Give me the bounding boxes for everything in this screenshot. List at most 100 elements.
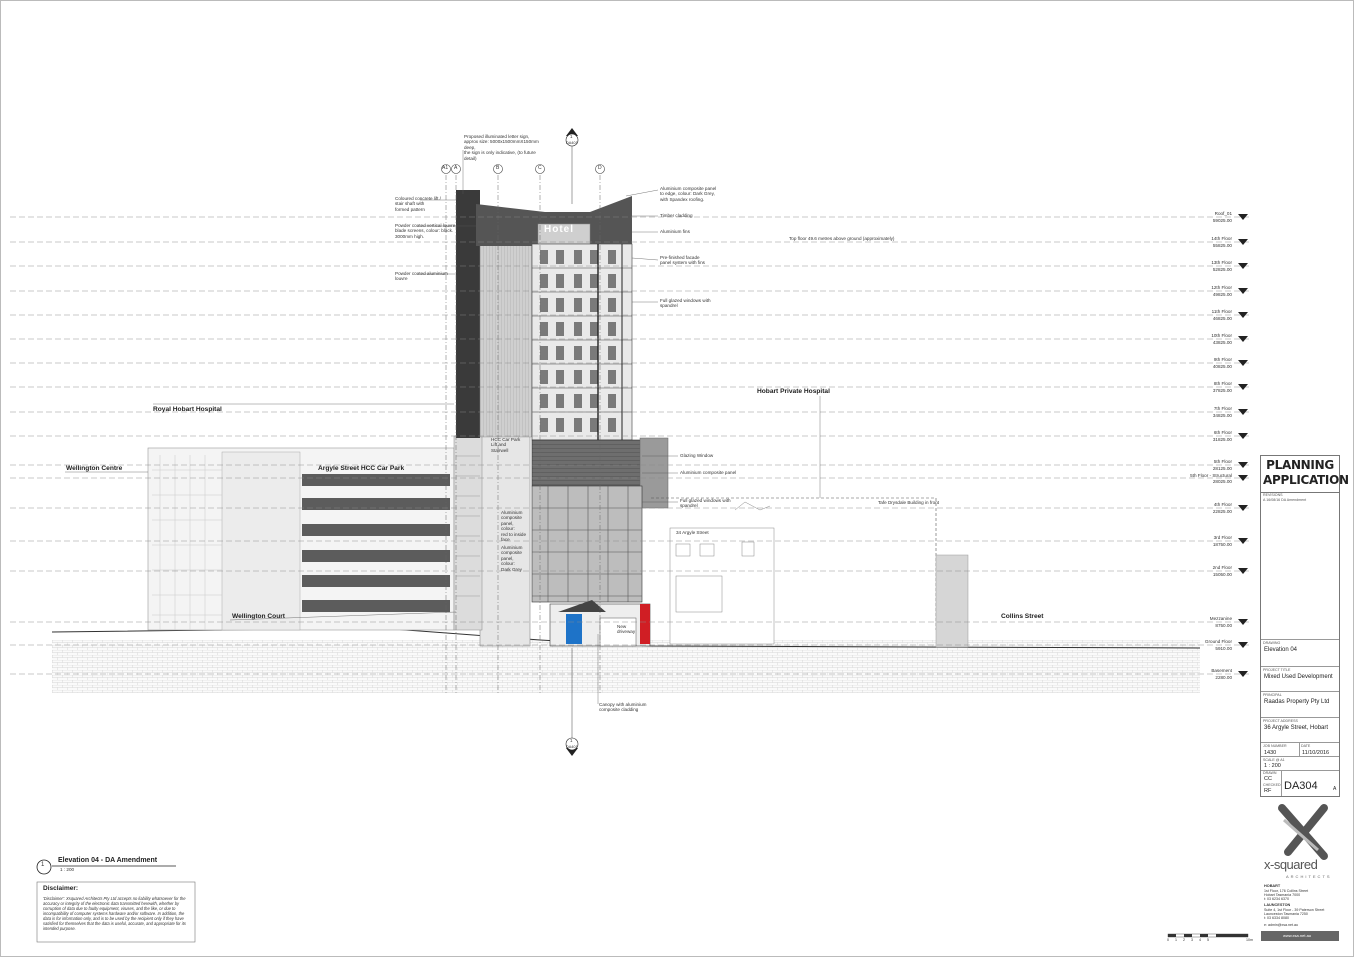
drawing-bubble bbox=[36, 859, 52, 875]
level-markers bbox=[1238, 214, 1248, 677]
level-value: 40825.00 bbox=[1212, 364, 1232, 369]
blue-door bbox=[566, 614, 582, 644]
level-value: 5910.00 bbox=[1215, 646, 1232, 651]
divider bbox=[1261, 770, 1339, 771]
grid-label-a1: A1 bbox=[442, 165, 449, 171]
podium-upper bbox=[531, 439, 643, 487]
title-block: PLANNING APPLICATION REVISIONS A 16/08/1… bbox=[1260, 455, 1349, 797]
wellington-windows bbox=[152, 455, 222, 630]
scale-end: 10m bbox=[1246, 938, 1253, 942]
date-value: 11/10/2016 bbox=[1302, 750, 1330, 756]
argyle-34-label: 34 Argyle Street bbox=[676, 530, 709, 535]
drawing-label: DRAWING bbox=[1263, 641, 1281, 645]
level-name: 2nd Floor bbox=[1212, 565, 1232, 570]
section-marker-bottom bbox=[565, 648, 579, 756]
grid-lines bbox=[445, 175, 601, 695]
annotation-top-floor: Top floor 49.6 metres above ground (appr… bbox=[789, 236, 895, 241]
annotation-prefinished: Pre-finished facade panel system with fi… bbox=[660, 255, 705, 266]
project-label: PROJECT TITLE bbox=[1263, 668, 1291, 672]
principal-label: PRINCIPAL bbox=[1263, 693, 1282, 697]
level-name: 7th Floor bbox=[1213, 406, 1232, 411]
hcc-stairwell-label: HCC Car Park Lift and Stairwell bbox=[491, 437, 521, 453]
level-name: 4th Floor bbox=[1213, 502, 1232, 507]
scale-tick: 5 bbox=[1207, 938, 1209, 942]
level-value: 52825.00 bbox=[1212, 267, 1232, 272]
grid-bubbles bbox=[441, 164, 605, 174]
disclaimer-text: 'Disclaimer': Xsquared Architects Pty Lt… bbox=[43, 896, 186, 931]
project-value: Mixed Used Development bbox=[1264, 674, 1333, 680]
firm-sub: ARCHITECTS bbox=[1286, 874, 1332, 879]
level-name: 12th Floor bbox=[1211, 285, 1232, 290]
level-name: 13th Floor bbox=[1211, 260, 1232, 265]
divider bbox=[1261, 717, 1339, 718]
disclaimer-heading: Disclaimer: bbox=[43, 885, 79, 892]
divider bbox=[1261, 756, 1339, 757]
scale-tick: 2 bbox=[1183, 938, 1185, 942]
level-value: 28025.00 bbox=[1212, 479, 1232, 484]
launceston-office-label: LAUNCESTON bbox=[1264, 903, 1291, 907]
scale-bar bbox=[1167, 933, 1249, 938]
level-value: 31825.00 bbox=[1212, 437, 1232, 442]
level-value: 22825.00 bbox=[1212, 509, 1232, 514]
new-driveway-label: New driveway bbox=[617, 624, 636, 635]
scale-tick: 3 bbox=[1191, 938, 1193, 942]
wellington-court-label: Wellington Court bbox=[232, 613, 285, 620]
level-value: 37825.00 bbox=[1212, 388, 1232, 393]
argyle-car-park-label: Argyle Street HCC Car Park bbox=[318, 465, 405, 472]
annotation-alu-dark: Aluminium composite panel, colour: Dark … bbox=[501, 545, 523, 572]
level-value: 28125.00 bbox=[1212, 466, 1232, 471]
divider bbox=[1261, 666, 1339, 667]
level-value: 49825.00 bbox=[1212, 292, 1232, 297]
scale-tick: 4 bbox=[1199, 938, 1201, 942]
annotation-alu-louvre: Powder coated aluminium louvre bbox=[395, 271, 448, 282]
section-marker-top bbox=[565, 128, 579, 204]
tower-roof bbox=[476, 196, 632, 246]
grid-label-a: A bbox=[454, 165, 458, 171]
level-value: 34825.00 bbox=[1212, 413, 1232, 418]
level-value: 43825.00 bbox=[1212, 340, 1232, 345]
annotation-fins: Aluminium fins bbox=[660, 229, 690, 234]
divider bbox=[1299, 742, 1300, 756]
drawing-scale: 1 : 200 bbox=[60, 867, 75, 872]
principal-value: Raadas Property Pty Ltd bbox=[1264, 699, 1330, 705]
annotation-louvre-screens: Powder coated vertical louvre blade scre… bbox=[395, 223, 456, 239]
annotation-alu-red: Aluminium composite panel, colour: red t… bbox=[501, 510, 527, 543]
level-name: Basement bbox=[1211, 668, 1232, 673]
grid-label-d: D bbox=[598, 165, 602, 171]
scale-value: 1 : 200 bbox=[1264, 763, 1281, 769]
level-name: Ground Floor bbox=[1204, 639, 1232, 644]
firm-name: x-squared bbox=[1264, 857, 1318, 872]
drawing-value: Elevation 04 bbox=[1264, 647, 1298, 653]
planning-application-stamp: PLANNING APPLICATION bbox=[1263, 458, 1349, 487]
grid-label-c: C bbox=[538, 165, 542, 171]
level-name: 8th Floor bbox=[1213, 381, 1232, 386]
tafe-label: Tafe Drysdale Building in front bbox=[878, 500, 940, 505]
website-bar bbox=[1261, 931, 1339, 941]
level-name: 14th Floor bbox=[1211, 236, 1232, 241]
xsquared-logo-mark bbox=[1278, 804, 1328, 860]
grid-label-b: B bbox=[496, 165, 500, 171]
level-value: 15050.00 bbox=[1212, 572, 1232, 577]
level-value: 46825.00 bbox=[1212, 316, 1232, 321]
checked-label: CHECKED bbox=[1263, 783, 1281, 787]
level-name: Roof_01 bbox=[1214, 211, 1232, 216]
argyle-34-windows bbox=[675, 501, 771, 613]
red-panel bbox=[640, 604, 650, 644]
level-value: 55825.00 bbox=[1212, 243, 1232, 248]
section-ref-top: DA401 bbox=[566, 141, 578, 145]
level-name: 5th Floor - Structural bbox=[1190, 473, 1232, 478]
podium-glazing bbox=[531, 485, 643, 603]
scale-label: SCALE @ A1 bbox=[1263, 758, 1285, 762]
scale-tick: 1 bbox=[1175, 938, 1177, 942]
level-name: 3rd Floor bbox=[1213, 535, 1232, 540]
sheet-number: DA304 bbox=[1284, 780, 1318, 792]
divider bbox=[1261, 691, 1339, 692]
disclaimer-box bbox=[36, 881, 196, 943]
annotation-alu-panel-top: Aluminium composite panel to edge, colou… bbox=[660, 186, 717, 202]
level-value: 59025.00 bbox=[1212, 218, 1232, 223]
sheet-revision: A bbox=[1333, 786, 1337, 792]
annotation-glazing-window: Glazing Window bbox=[680, 453, 714, 458]
annotation-concrete: Coloured concrete lift / stair shaft wit… bbox=[395, 196, 441, 212]
divider bbox=[1261, 742, 1339, 743]
